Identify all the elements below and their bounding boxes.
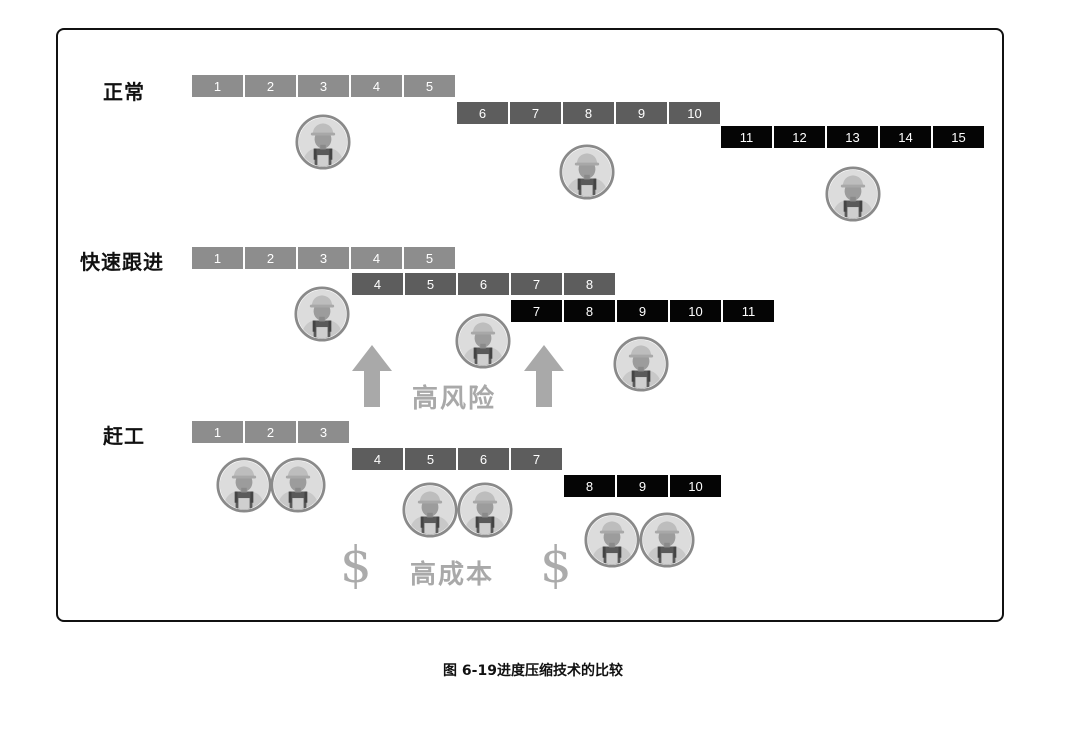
task-box: 1 bbox=[191, 246, 244, 270]
worker-icon bbox=[216, 457, 272, 513]
task-box: 4 bbox=[350, 246, 403, 270]
figure-caption: 图 6-19进度压缩技术的比较 bbox=[443, 663, 623, 679]
worker-icon bbox=[402, 482, 458, 538]
task-box: 2 bbox=[244, 74, 297, 98]
task-box: 8 bbox=[563, 474, 616, 498]
task-box: 7 bbox=[510, 447, 563, 471]
task-box: 6 bbox=[456, 101, 509, 125]
task-box: 4 bbox=[351, 447, 404, 471]
task-box: 2 bbox=[244, 246, 297, 270]
task-box: 1 bbox=[191, 420, 244, 444]
task-box: 2 bbox=[244, 420, 297, 444]
task-box: 10 bbox=[669, 474, 722, 498]
task-box: 5 bbox=[404, 272, 457, 296]
task-box: 9 bbox=[616, 299, 669, 323]
up-arrow-icon bbox=[524, 345, 564, 407]
worker-icon bbox=[270, 457, 326, 513]
worker-icon bbox=[457, 482, 513, 538]
task-box: 4 bbox=[350, 74, 403, 98]
worker-icon bbox=[455, 313, 511, 369]
worker-icon bbox=[584, 512, 640, 568]
task-box: 5 bbox=[403, 74, 456, 98]
dollar-icon: $ bbox=[340, 536, 372, 594]
task-box: 5 bbox=[403, 246, 456, 270]
task-box: 11 bbox=[722, 299, 775, 323]
task-box: 1 bbox=[191, 74, 244, 98]
task-box: 9 bbox=[615, 101, 668, 125]
task-box: 3 bbox=[297, 74, 350, 98]
task-box: 13 bbox=[826, 125, 879, 149]
task-box: 8 bbox=[563, 272, 616, 296]
task-box: 10 bbox=[669, 299, 722, 323]
up-arrow-icon bbox=[352, 345, 392, 407]
task-box: 7 bbox=[509, 101, 562, 125]
worker-icon bbox=[613, 336, 669, 392]
task-box: 3 bbox=[297, 420, 350, 444]
task-box: 7 bbox=[510, 299, 563, 323]
high-cost-label: 高成本 bbox=[410, 560, 495, 590]
worker-icon bbox=[825, 166, 881, 222]
task-box: 7 bbox=[510, 272, 563, 296]
task-box: 12 bbox=[773, 125, 826, 149]
task-box: 15 bbox=[932, 125, 985, 149]
worker-icon bbox=[639, 512, 695, 568]
task-box: 8 bbox=[563, 299, 616, 323]
task-box: 5 bbox=[404, 447, 457, 471]
task-box: 6 bbox=[457, 447, 510, 471]
dollar-icon: $ bbox=[540, 536, 572, 594]
task-box: 11 bbox=[720, 125, 773, 149]
worker-icon bbox=[559, 144, 615, 200]
diagram-frame bbox=[56, 28, 1004, 622]
task-box: 4 bbox=[351, 272, 404, 296]
worker-icon bbox=[295, 114, 351, 170]
worker-icon bbox=[294, 286, 350, 342]
task-box: 3 bbox=[297, 246, 350, 270]
task-box: 14 bbox=[879, 125, 932, 149]
row-label-normal: 正常 bbox=[103, 80, 145, 104]
high-risk-label: 高风险 bbox=[412, 384, 497, 414]
task-box: 10 bbox=[668, 101, 721, 125]
task-box: 9 bbox=[616, 474, 669, 498]
task-box: 8 bbox=[562, 101, 615, 125]
row-label-fast-tracking: 快速跟进 bbox=[80, 250, 164, 274]
task-box: 6 bbox=[457, 272, 510, 296]
row-label-crashing: 赶工 bbox=[103, 424, 145, 448]
